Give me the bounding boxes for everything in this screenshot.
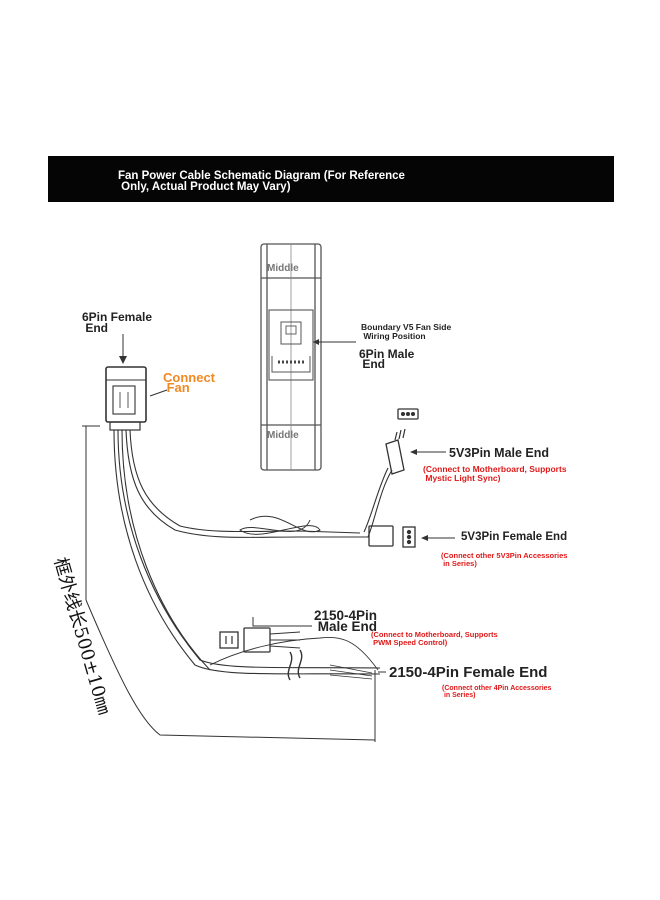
five-volt-female-plug <box>368 525 416 548</box>
label-five-volt-male: 5V3Pin Male End <box>449 446 550 460</box>
label-middle-bottom: Middle <box>267 430 299 441</box>
label-five-volt-female-desc: (Connect other 5V3Pin Accessories in Ser… <box>441 551 568 568</box>
label-pin-2150-male-desc: (Connect to Motherboard, Supports PWM Sp… <box>371 630 498 647</box>
label-connect-fan: Connect Fan <box>163 370 215 395</box>
fan-frame <box>260 243 322 471</box>
label-boundary: Boundary V5 Fan Side Wiring Position <box>361 322 452 341</box>
label-middle-top: Middle <box>267 263 299 274</box>
six-pin-female-connector <box>105 366 147 431</box>
banner-title: Fan Power Cable Schematic Diagram (For R… <box>117 170 405 193</box>
length-dimension <box>82 425 376 742</box>
title-banner: Fan Power Cable Schematic Diagram (For R… <box>48 156 614 202</box>
label-five-volt-male-desc: (Connect to Motherboard, Supports Mystic… <box>423 464 567 483</box>
label-five-volt-female: 5V3Pin Female End <box>461 531 568 543</box>
pin-2150-male-plug <box>219 617 312 653</box>
cable-bundle <box>113 429 393 681</box>
five-volt-male-plug <box>385 408 419 475</box>
label-pin-2150-male: 2150-4Pin Male End <box>314 608 378 634</box>
label-pin-2150-female-desc: (Connect other 4Pin Accessories in Serie… <box>442 685 552 699</box>
label-pin-2150-female: 2150-4Pin Female End <box>389 664 548 681</box>
connect-fan-pointer <box>149 389 168 397</box>
label-six-pin-female: 6Pin Female End <box>82 310 153 335</box>
label-six-pin-male: 6Pin Male End <box>359 347 415 371</box>
